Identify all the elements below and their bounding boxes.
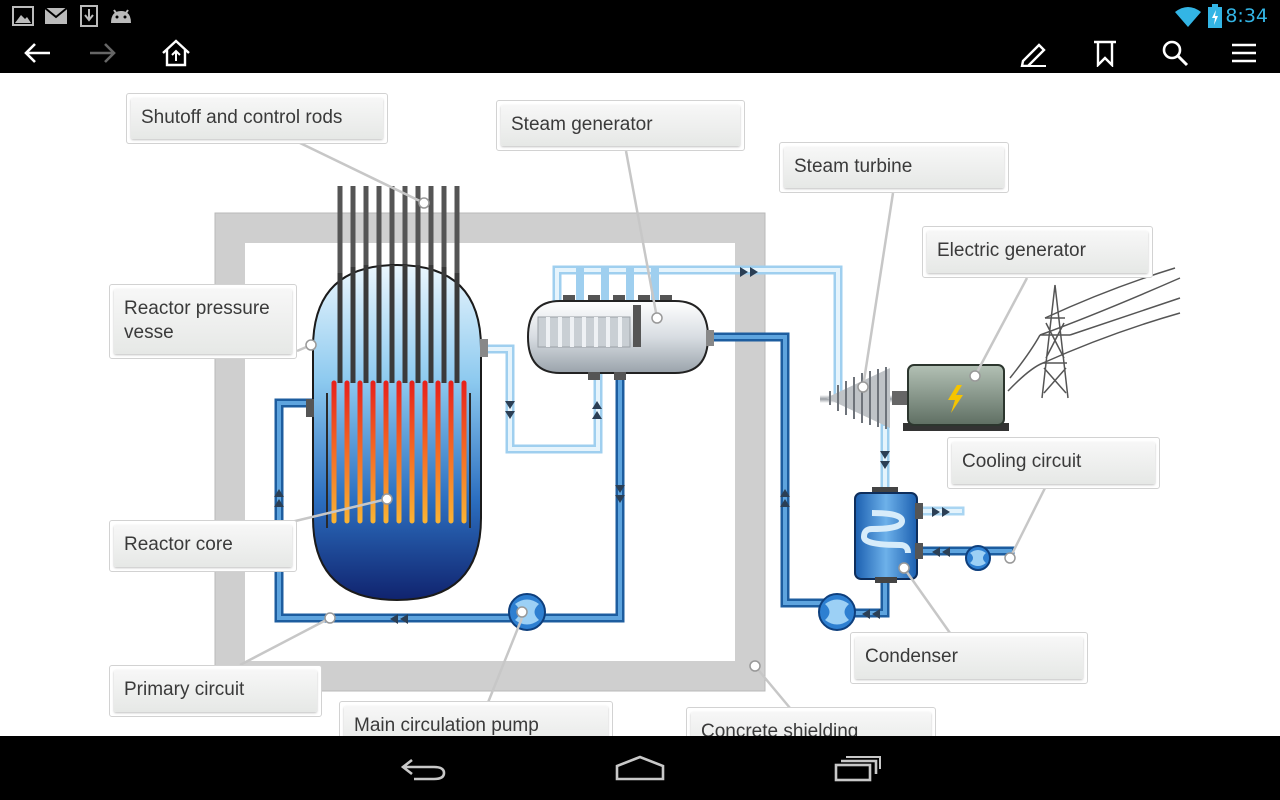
clock: 8:34 bbox=[1225, 5, 1268, 27]
label-main-circulation-pump[interactable]: Main circulation pump bbox=[339, 701, 613, 736]
forward-arrow-icon[interactable] bbox=[88, 41, 118, 65]
pen-icon[interactable] bbox=[1018, 39, 1050, 67]
system-nav-bar bbox=[0, 736, 1280, 800]
nav-home-icon[interactable] bbox=[614, 754, 666, 782]
label-concrete-shielding[interactable]: Concrete shielding bbox=[686, 707, 936, 736]
status-bar: 8:34 bbox=[0, 0, 1280, 33]
label-cooling-circuit[interactable]: Cooling circuit bbox=[947, 437, 1160, 489]
search-icon[interactable] bbox=[1160, 39, 1190, 67]
download-icon bbox=[80, 5, 98, 27]
label-steam-generator[interactable]: Steam generator bbox=[496, 100, 745, 151]
reactor-diagram: Shutoff and control rods Steam generator… bbox=[0, 73, 1280, 736]
label-pressure-vessel[interactable]: Reactor pressure vesse bbox=[109, 284, 297, 359]
nav-back-icon[interactable] bbox=[400, 756, 448, 782]
browser-toolbar bbox=[0, 33, 1280, 73]
gmail-icon bbox=[44, 7, 68, 24]
nav-recents-icon[interactable] bbox=[832, 754, 882, 782]
label-condenser[interactable]: Condenser bbox=[850, 632, 1088, 684]
battery-charging-icon bbox=[1208, 4, 1222, 28]
android-icon bbox=[111, 9, 131, 23]
home-icon[interactable] bbox=[160, 39, 192, 67]
label-reactor-core[interactable]: Reactor core bbox=[109, 520, 297, 572]
label-steam-turbine[interactable]: Steam turbine bbox=[779, 142, 1009, 193]
reactor-diagram-graphic bbox=[214, 141, 1181, 709]
wifi-icon bbox=[1175, 7, 1201, 27]
label-primary-circuit[interactable]: Primary circuit bbox=[109, 665, 322, 717]
label-electric-generator[interactable]: Electric generator bbox=[922, 226, 1153, 278]
menu-icon[interactable] bbox=[1230, 41, 1258, 65]
gallery-icon bbox=[12, 6, 34, 26]
back-arrow-icon[interactable] bbox=[22, 41, 52, 65]
bookmark-icon[interactable] bbox=[1090, 39, 1120, 67]
label-control-rods[interactable]: Shutoff and control rods bbox=[126, 93, 388, 144]
